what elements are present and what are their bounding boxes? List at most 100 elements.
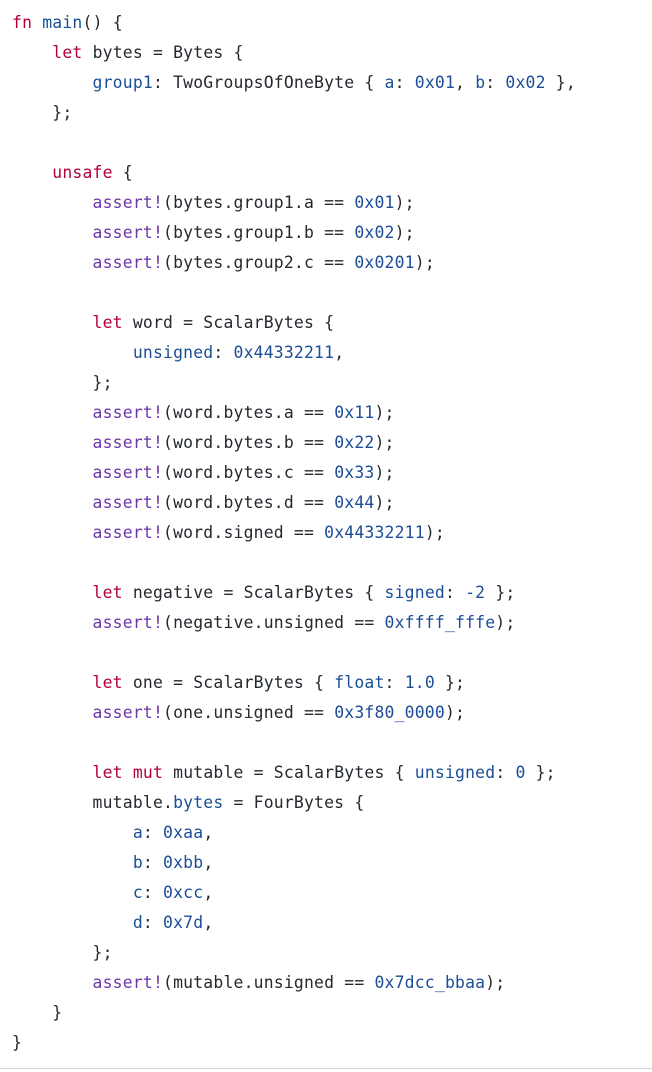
keyword-token: let (92, 313, 123, 332)
text-token: : (142, 853, 164, 872)
code-line: fn main() { (12, 8, 652, 38)
text-token (12, 193, 93, 212)
code-line: d: 0x7d, (12, 908, 652, 938)
text-token: ); (495, 613, 516, 632)
code-line: assert!(word.signed == 0x44332211); (12, 518, 652, 548)
text-token: , (455, 73, 476, 92)
text-token (12, 463, 93, 482)
field-token: float (334, 673, 385, 692)
text-token: : (495, 763, 516, 782)
number-token: 0x01 (414, 73, 456, 92)
text-token (123, 763, 133, 782)
number-token: 0x7d (163, 913, 204, 932)
text-token (32, 13, 42, 32)
code-line: assert!(word.bytes.a == 0x11); (12, 398, 652, 428)
text-token: ); (485, 973, 506, 992)
code-line: c: 0xcc, (12, 878, 652, 908)
code-line: let one = ScalarBytes { float: 1.0 }; (12, 668, 652, 698)
text-token: , (203, 823, 214, 842)
code-line: let negative = ScalarBytes { signed: -2 … (12, 578, 652, 608)
text-token: ); (424, 523, 445, 542)
text-token: }; (12, 373, 113, 392)
text-token: , (203, 883, 214, 902)
number-token: 0xbb (163, 853, 204, 872)
text-token: : (384, 673, 405, 692)
number-token: 0x11 (334, 403, 375, 422)
code-line: } (12, 998, 652, 1028)
code-line: assert!(word.bytes.d == 0x44); (12, 488, 652, 518)
number-token: 0x33 (334, 463, 375, 482)
text-token: }, (545, 73, 576, 92)
field-token: signed (384, 583, 445, 602)
text-token (12, 523, 93, 542)
text-token: (mutable.unsigned == (163, 973, 375, 992)
text-token: : (213, 343, 234, 362)
keyword-token: mut (132, 763, 164, 782)
macro-token: assert! (92, 253, 164, 272)
text-token: word = ScalarBytes { (122, 313, 335, 332)
number-token: 0xffff_fffe (384, 613, 496, 632)
text-token (12, 433, 93, 452)
text-token (12, 673, 93, 692)
text-token (12, 973, 93, 992)
code-line: assert!(mutable.unsigned == 0x7dcc_bbaa)… (12, 968, 652, 998)
code-line: assert!(bytes.group2.c == 0x0201); (12, 248, 652, 278)
keyword-token: let (92, 763, 123, 782)
text-token (12, 703, 93, 722)
text-token: (negative.unsigned == (163, 613, 385, 632)
number-token: 0x44 (334, 493, 375, 512)
code-line: let bytes = Bytes { (12, 38, 652, 68)
text-token (12, 73, 93, 92)
text-token: (word.bytes.d == (163, 493, 335, 512)
macro-token: assert! (92, 403, 164, 422)
text-token: mutable = ScalarBytes { (163, 763, 415, 782)
code-line: ​ (12, 128, 652, 158)
code-line: ​ (12, 638, 652, 668)
text-token: mutable. (12, 793, 174, 812)
text-token (12, 43, 52, 62)
code-line: ​ (12, 728, 652, 758)
text-token: ); (414, 253, 435, 272)
text-token: (bytes.group2.c == (163, 253, 355, 272)
text-token (12, 343, 133, 362)
code-line: } (12, 1028, 652, 1058)
number-token: 0x0201 (354, 253, 415, 272)
macro-token: assert! (92, 703, 164, 722)
text-token: bytes = Bytes { (82, 43, 244, 62)
text-token: : (142, 913, 164, 932)
text-token (12, 223, 93, 242)
text-token: (one.unsigned == (163, 703, 335, 722)
code-line: }; (12, 98, 652, 128)
number-token: 0 (515, 763, 526, 782)
text-token: ); (444, 703, 466, 722)
macro-token: assert! (92, 493, 164, 512)
field-token: group1 (92, 73, 153, 92)
code-line: unsigned: 0x44332211, (12, 338, 652, 368)
number-token: -2 (465, 583, 486, 602)
code-line: ​ (12, 278, 652, 308)
field-token: unsigned (132, 343, 214, 362)
text-token: , (203, 913, 214, 932)
code-line: assert!(one.unsigned == 0x3f80_0000); (12, 698, 652, 728)
keyword-token: fn (12, 13, 33, 32)
text-token (12, 583, 93, 602)
number-token: 0x44332211 (324, 523, 425, 542)
macro-token: assert! (92, 613, 164, 632)
text-token: negative = ScalarBytes { (122, 583, 385, 602)
field-token: a (132, 823, 143, 842)
field-token: a (384, 73, 395, 92)
text-token: (word.bytes.c == (163, 463, 335, 482)
macro-token: assert! (92, 193, 164, 212)
text-token: , (334, 343, 345, 362)
text-token: : (142, 823, 164, 842)
macro-token: assert! (92, 433, 164, 452)
text-token: (word.bytes.a == (163, 403, 335, 422)
number-token: 0x3f80_0000 (334, 703, 445, 722)
text-token: }; (485, 583, 516, 602)
text-token: (word.bytes.b == (163, 433, 335, 452)
number-token: 0x01 (354, 193, 395, 212)
field-token: b (475, 73, 486, 92)
code-line: ​ (12, 548, 652, 578)
code-line: assert!(word.bytes.b == 0x22); (12, 428, 652, 458)
